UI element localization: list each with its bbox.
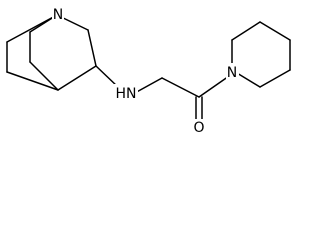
bond-cage-8 xyxy=(87,29,97,67)
atom-labels: N HN N O xyxy=(52,5,239,136)
atom-bg-o xyxy=(193,119,206,135)
bond-pip-5 xyxy=(259,69,291,88)
atom-label-carbonyl-o: O xyxy=(193,120,204,136)
bond-cage-3 xyxy=(6,71,59,91)
bond-pip-2 xyxy=(231,21,261,41)
bond-pip-3 xyxy=(259,21,291,41)
atom-bg-n1 xyxy=(52,5,64,22)
bond-ch2-co xyxy=(161,77,200,98)
atom-label-bridgehead-n: N xyxy=(53,7,63,23)
piperidine-ring xyxy=(231,21,291,88)
atom-bg-nh xyxy=(114,84,138,101)
atom-bg-n2 xyxy=(226,63,239,80)
atom-label-amine-nh: HN xyxy=(116,86,137,102)
bond-cage-6 xyxy=(29,61,59,91)
bond-c3-nh xyxy=(95,65,119,88)
atom-label-amide-n: N xyxy=(227,65,237,81)
bond-cage-9 xyxy=(57,65,97,91)
molecule-structure: N HN N O xyxy=(6,5,291,136)
quinuclidine-cage xyxy=(6,14,97,91)
